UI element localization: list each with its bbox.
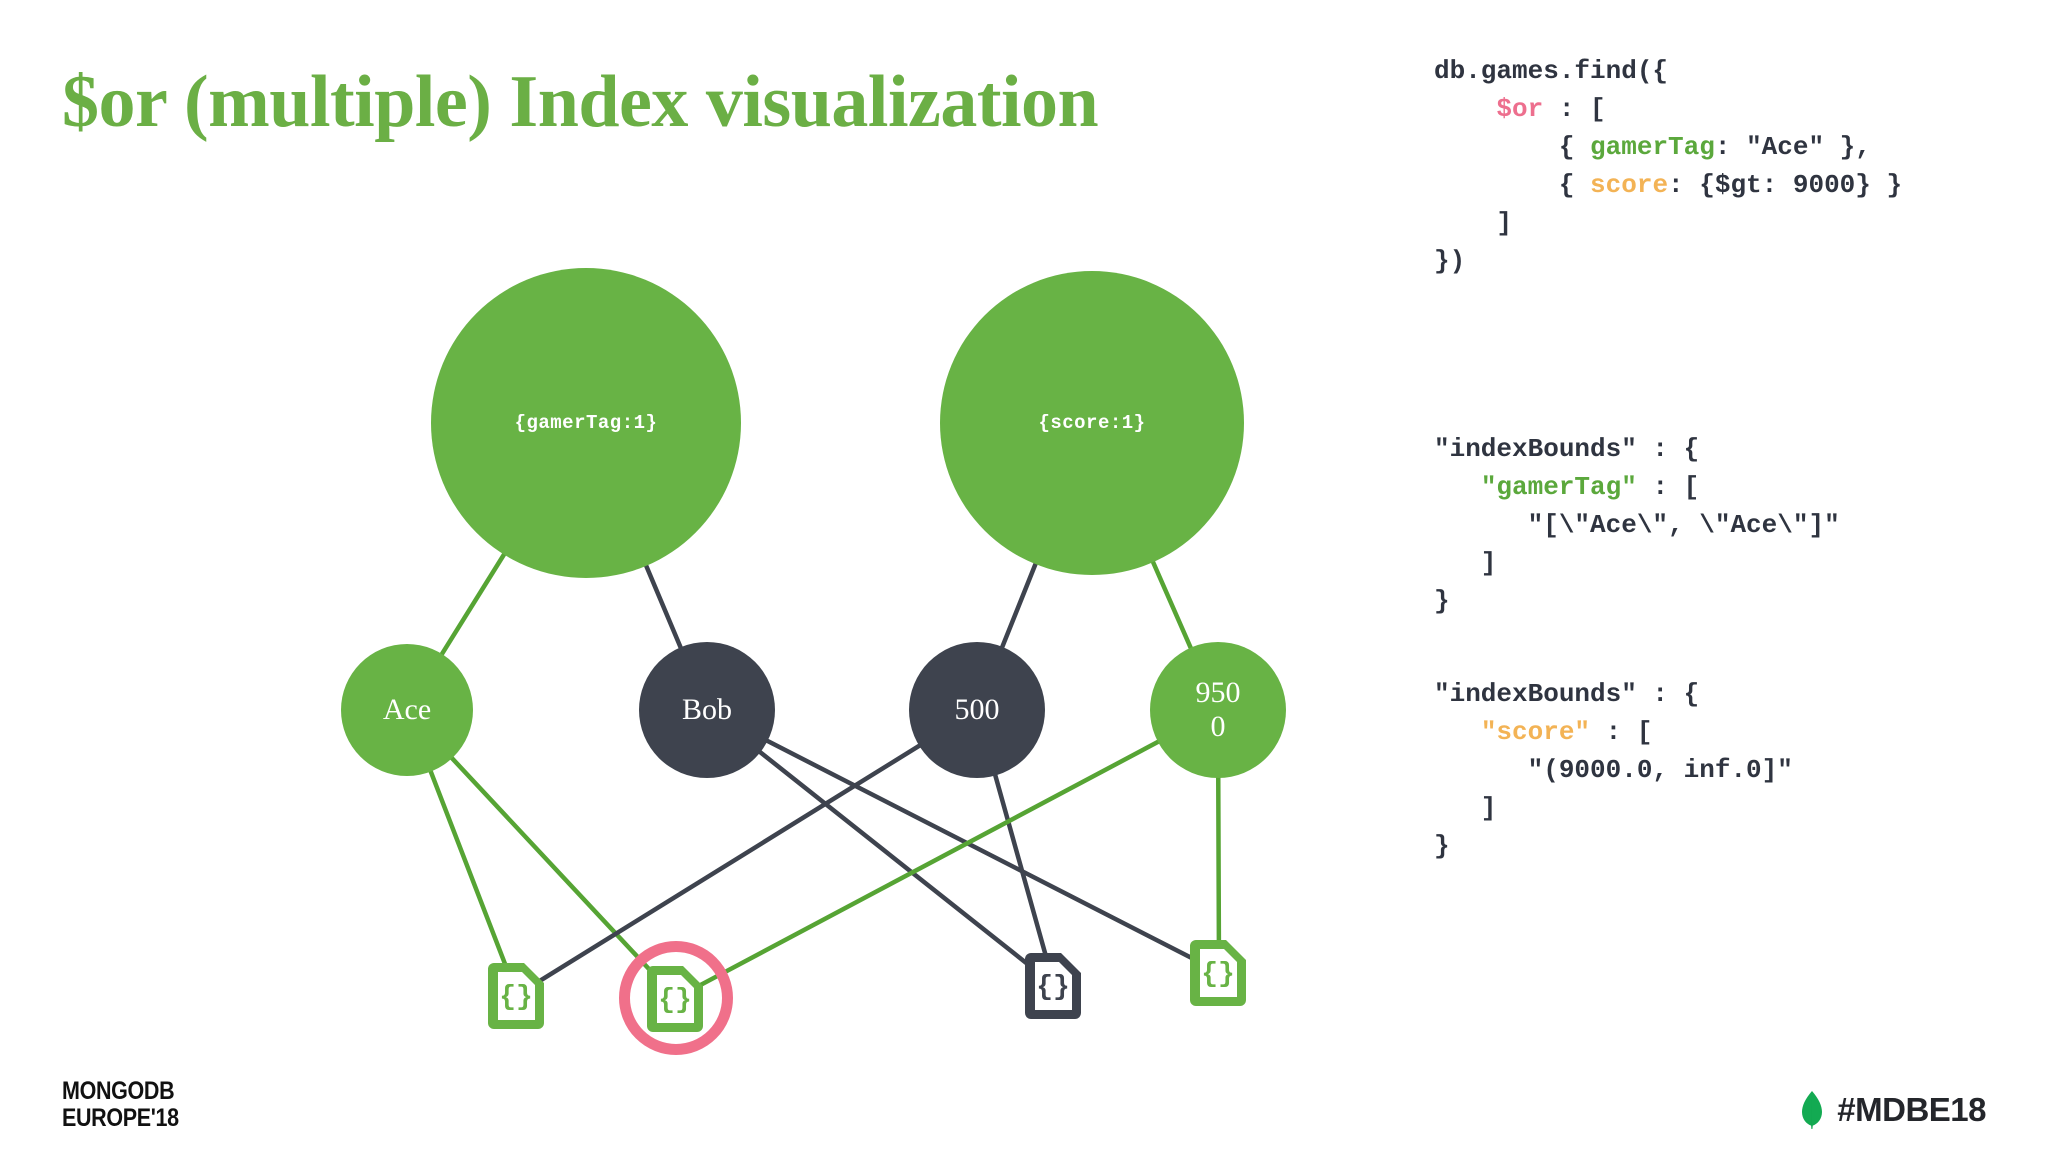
graph-edge (435, 548, 509, 664)
code-token: "indexBounds" : { (1434, 434, 1700, 464)
code-line: }) (1434, 242, 1902, 280)
code-token: db.games.find({ (1434, 56, 1669, 86)
index-node-idx-score[interactable]: {score:1} (940, 271, 1244, 575)
code-line: ] (1434, 544, 1840, 582)
footer-brand-line1: MONGODB (62, 1077, 175, 1105)
graph-edge (1215, 771, 1222, 949)
code-line: $or : [ (1434, 90, 1902, 128)
key-node-key-bob[interactable]: Bob (639, 642, 775, 778)
code-line: } (1434, 582, 1840, 620)
graph-edge (447, 753, 661, 982)
code-token: "score" (1480, 717, 1591, 747)
code-block-query: db.games.find({ $or : [ { gamerTag: "Ace… (1434, 52, 1902, 280)
code-line: ] (1434, 204, 1902, 242)
key-node-key-9500[interactable]: 9500 (1150, 642, 1286, 778)
document-highlight-ring (619, 941, 733, 1055)
footer-hashtag-group: #MDBE18 (1799, 1090, 1986, 1130)
code-token: { (1434, 170, 1591, 200)
code-line: "gamerTag" : [ (1434, 468, 1840, 506)
key-node-key-ace[interactable]: Ace (341, 644, 473, 776)
key-node-label: 500 (954, 693, 1000, 726)
code-block-index-bounds-gamertag: "indexBounds" : { "gamerTag" : [ "[\"Ace… (1434, 430, 1840, 620)
code-line: "indexBounds" : { (1434, 430, 1840, 468)
graph-edge (761, 736, 1199, 963)
code-line: "score" : [ (1434, 713, 1793, 751)
graph-edge (1149, 556, 1197, 658)
code-token: gamerTag (1590, 132, 1715, 162)
code-token: ] (1434, 208, 1513, 238)
code-token: "gamerTag" (1480, 472, 1637, 502)
document-icon-doc-2[interactable]: {} (645, 962, 707, 1039)
code-token: $or (1496, 94, 1544, 124)
document-icon-doc-1[interactable]: {} (486, 959, 548, 1036)
graph-edge (427, 765, 510, 973)
code-line: "[\"Ace\", \"Ace\"]" (1434, 506, 1840, 544)
code-block-index-bounds-score: "indexBounds" : { "score" : [ "(9000.0, … (1434, 675, 1793, 865)
svg-text:{}: {} (499, 982, 533, 1013)
svg-text:{}: {} (658, 985, 692, 1016)
graph-edge (997, 558, 1040, 657)
key-node-label: Bob (681, 693, 732, 726)
footer-brand-line2: EUROPE'18 (62, 1104, 179, 1132)
key-node-key-500[interactable]: 500 (909, 642, 1045, 778)
key-node-label: Ace (382, 693, 432, 726)
graph-edge (992, 769, 1050, 963)
mongodb-leaf-icon (1802, 1091, 1823, 1129)
document-icon-doc-4[interactable]: {} (1188, 936, 1250, 1013)
code-token: "(9000.0, inf.0]" (1434, 755, 1793, 785)
code-token: { (1434, 132, 1591, 162)
code-token: } (1434, 586, 1450, 616)
footer-hashtag: #MDBE18 (1837, 1091, 1986, 1128)
code-token: : [ (1590, 717, 1653, 747)
code-token (1434, 717, 1481, 747)
graph-edge (536, 741, 925, 984)
footer-brand: MONGODB EUROPE'18 (62, 1078, 179, 1132)
code-line: ] (1434, 789, 1793, 827)
code-line: } (1434, 827, 1793, 865)
index-node-idx-gamertag[interactable]: {gamerTag:1} (431, 268, 741, 578)
graph-edge (642, 559, 686, 657)
code-token: "indexBounds" : { (1434, 679, 1700, 709)
page-title: $or (multiple) Index visualization (62, 61, 1099, 143)
code-token (1434, 472, 1481, 502)
code-token: }) (1434, 246, 1466, 276)
code-token: : "Ace" }, (1714, 132, 1871, 162)
key-node-label: 9500 (1195, 676, 1241, 743)
code-token: ] (1434, 793, 1497, 823)
index-node-label: {gamerTag:1} (514, 412, 658, 434)
code-token: ] (1434, 548, 1497, 578)
index-node-label: {score:1} (1038, 412, 1146, 434)
code-token: : [ (1636, 472, 1700, 502)
graph-edge (754, 747, 1036, 972)
code-token: } (1434, 831, 1450, 861)
code-line: "(9000.0, inf.0]" (1434, 751, 1793, 789)
code-line: db.games.find({ (1434, 52, 1902, 90)
svg-text:{}: {} (1201, 959, 1235, 990)
graph-edge (696, 737, 1164, 989)
code-line: "indexBounds" : { (1434, 675, 1793, 713)
document-icon-doc-3[interactable]: {} (1023, 949, 1085, 1026)
code-token: "[\"Ace\", \"Ace\"]" (1434, 510, 1840, 540)
code-token: score (1590, 170, 1669, 200)
code-token: : {$gt: 9000} } (1668, 170, 1903, 200)
code-line: { gamerTag: "Ace" }, (1434, 128, 1902, 166)
code-token: : [ (1543, 94, 1606, 124)
code-token (1434, 94, 1496, 124)
code-line: { score: {$gt: 9000} } (1434, 166, 1902, 204)
svg-text:{}: {} (1036, 972, 1070, 1003)
